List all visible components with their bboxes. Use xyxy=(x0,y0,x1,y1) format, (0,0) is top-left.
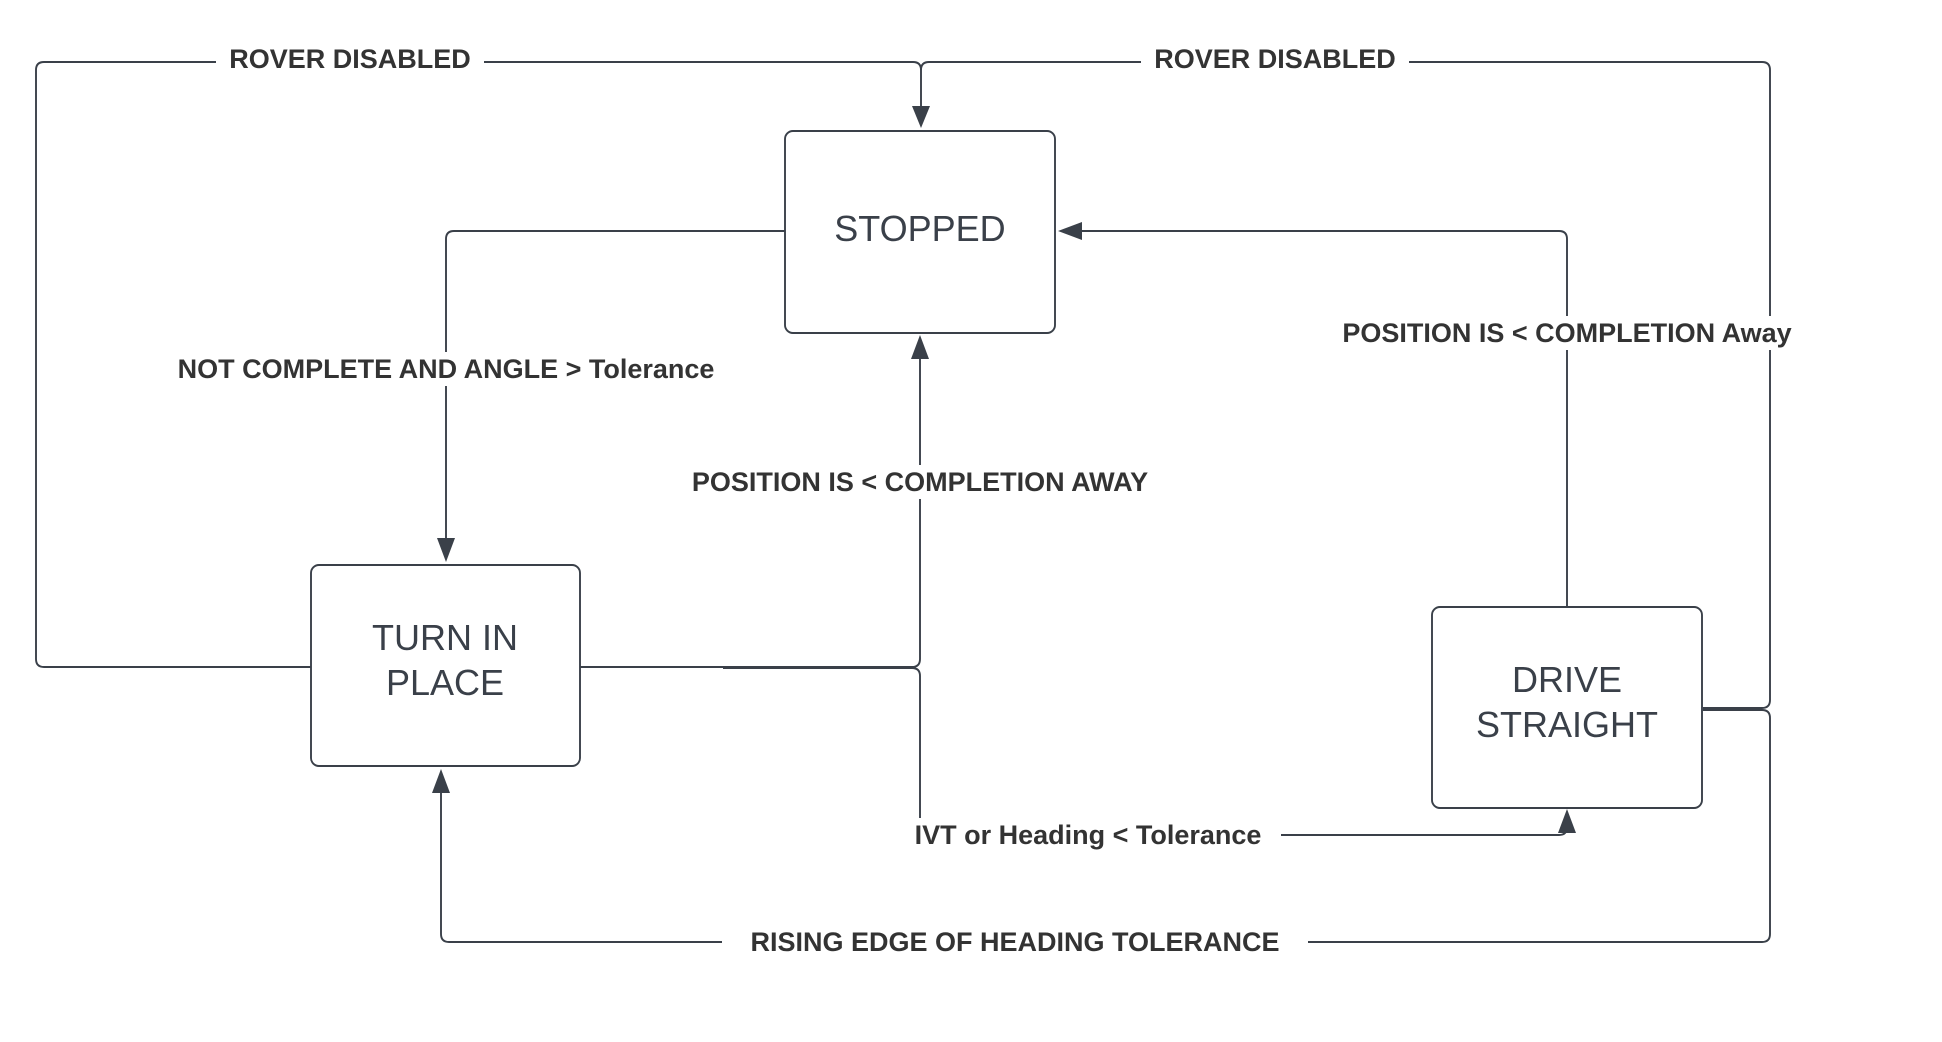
state-label-line-1: TURN IN xyxy=(372,617,518,658)
edge-label-rover-disabled-right: ROVER DISABLED xyxy=(1141,42,1409,76)
arrowhead-into-drive-bottom xyxy=(1558,809,1576,833)
edge-label-text: ROVER DISABLED xyxy=(1154,44,1396,74)
state-label: STOPPED xyxy=(834,208,1005,249)
edge-turn-to-stopped xyxy=(580,358,921,668)
edge-drive-to-stopped xyxy=(1080,230,1568,607)
state-box xyxy=(784,130,1056,334)
arrowhead-into-stopped-bottom xyxy=(911,335,929,359)
edge-label-turn-to-drive: IVT or Heading < Tolerance xyxy=(895,818,1281,852)
state-drive-straight: DRIVE STRAIGHT xyxy=(1431,606,1703,809)
edge-label-text: ROVER DISABLED xyxy=(229,44,471,74)
arrowhead-into-turn-top xyxy=(437,538,455,562)
edge-label-rover-disabled-left: ROVER DISABLED xyxy=(216,42,484,76)
edge-label-text: POSITION IS < COMPLETION Away xyxy=(1342,318,1791,348)
edge-label-stopped-to-turn: NOT COMPLETE AND ANGLE > Tolerance xyxy=(146,352,746,386)
edge-label-text: NOT COMPLETE AND ANGLE > Tolerance xyxy=(178,354,715,384)
arrowhead-into-turn-bottom xyxy=(432,769,450,793)
state-box xyxy=(1431,606,1703,809)
state-label-line-1: DRIVE xyxy=(1512,659,1622,700)
state-turn-in-place: TURN IN PLACE xyxy=(310,564,581,767)
edge-label-text: IVT or Heading < Tolerance xyxy=(915,820,1262,850)
state-label-line-2: PLACE xyxy=(386,662,504,703)
state-box xyxy=(310,564,581,767)
edge-label-text: POSITION IS < COMPLETION AWAY xyxy=(692,467,1148,497)
edge-rover-disabled-left xyxy=(35,61,922,668)
arrowhead-into-stopped-right xyxy=(1058,222,1082,240)
state-stopped: STOPPED xyxy=(784,130,1056,334)
edge-label-turn-to-stopped: POSITION IS < COMPLETION AWAY xyxy=(666,465,1174,499)
edge-label-drive-to-turn: RISING EDGE OF HEADING TOLERANCE xyxy=(722,925,1308,959)
edge-rover-disabled-right xyxy=(920,61,1771,709)
state-label-line-2: STRAIGHT xyxy=(1476,704,1658,745)
edge-drive-to-turn xyxy=(440,709,1771,943)
arrowhead-into-stopped-top xyxy=(912,106,930,128)
edge-label-drive-to-stopped: POSITION IS < COMPLETION Away xyxy=(1317,316,1817,350)
edge-label-text: RISING EDGE OF HEADING TOLERANCE xyxy=(750,927,1279,957)
edge-stopped-to-turn xyxy=(445,230,785,542)
